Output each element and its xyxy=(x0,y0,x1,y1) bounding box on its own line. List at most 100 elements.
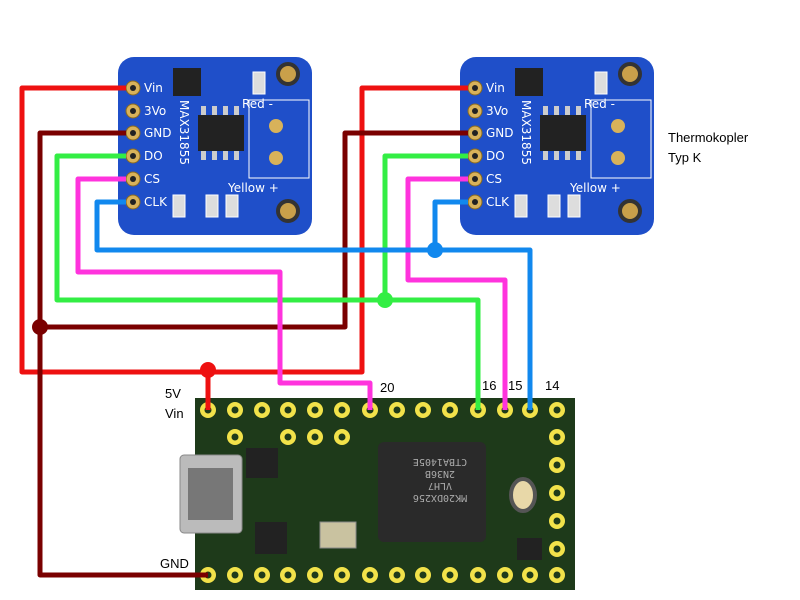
terminal-label-red: Red - xyxy=(242,97,273,111)
regulator xyxy=(515,68,543,96)
pin-hole xyxy=(472,153,478,159)
chip-lead xyxy=(212,106,217,115)
pin-label: CS xyxy=(144,172,160,186)
max31855-chip xyxy=(198,115,244,151)
pin-hole xyxy=(130,199,136,205)
header-hole xyxy=(419,406,427,414)
junction-clk xyxy=(427,242,443,258)
wire-do-1 xyxy=(54,153,481,410)
header-hole xyxy=(501,571,509,579)
chip-lead xyxy=(234,151,239,160)
chip-silkscreen: MAX31855 xyxy=(177,100,191,165)
smd-component xyxy=(594,71,608,95)
chip-lead xyxy=(212,151,217,160)
chip-lead xyxy=(565,106,570,115)
pin-label: Vin xyxy=(144,81,163,95)
usb-socket xyxy=(188,468,233,520)
chip-lead xyxy=(576,106,581,115)
pin-label: CS xyxy=(486,172,502,186)
wire-gnd-1 xyxy=(37,130,208,578)
chip-lead xyxy=(223,151,228,160)
pin-hole xyxy=(472,176,478,182)
header-hole xyxy=(553,545,561,553)
header-hole xyxy=(553,571,561,579)
pin-label: DO xyxy=(486,149,505,163)
mount-hole xyxy=(618,62,642,86)
ic-small xyxy=(246,448,278,478)
pin-label: DO xyxy=(144,149,163,163)
annotation-line1: Thermokopler xyxy=(668,130,749,145)
header-hole xyxy=(338,406,346,414)
crystal xyxy=(319,521,357,549)
chip-lead xyxy=(543,151,548,160)
pin-label: 3Vo xyxy=(144,104,166,118)
header-hole xyxy=(311,406,319,414)
chip-lead xyxy=(565,151,570,160)
terminal-label-red: Red - xyxy=(584,97,615,111)
header-hole xyxy=(553,489,561,497)
header-hole xyxy=(258,406,266,414)
pin-hole xyxy=(472,199,478,205)
header-hole xyxy=(284,571,292,579)
wire-clk-1 xyxy=(94,199,533,410)
regulator xyxy=(173,68,201,96)
pin-hole xyxy=(130,176,136,182)
pin-hole xyxy=(472,130,478,136)
header-hole xyxy=(284,406,292,414)
header-hole xyxy=(258,571,266,579)
smd-component xyxy=(205,194,219,218)
chip-marking: CTBA1405E xyxy=(413,456,467,467)
chip-lead xyxy=(223,106,228,115)
chip-lead xyxy=(543,106,548,115)
header-hole xyxy=(338,433,346,441)
terminal-pad xyxy=(611,119,625,133)
chip-marking: 2N36B xyxy=(425,468,455,479)
chip-lead xyxy=(201,151,206,160)
smd-component xyxy=(225,194,239,218)
header-hole xyxy=(231,433,239,441)
header-hole xyxy=(231,571,239,579)
header-hole xyxy=(474,571,482,579)
header-hole xyxy=(231,406,239,414)
header-hole xyxy=(553,433,561,441)
pin-hole xyxy=(130,108,136,114)
junction-gnd xyxy=(32,319,48,335)
mount-hole xyxy=(276,62,300,86)
header-hole xyxy=(284,433,292,441)
wire-clk-2 xyxy=(432,199,468,250)
label-pin-20: 20 xyxy=(380,380,394,395)
label-pin-15: 15 xyxy=(508,378,522,393)
wire-gnd-2 xyxy=(40,130,468,330)
pin-hole xyxy=(130,85,136,91)
wire-vin xyxy=(19,85,468,375)
pin-label: GND xyxy=(486,126,514,140)
smd-component xyxy=(252,71,266,95)
ic-small xyxy=(517,538,542,560)
terminal-label-yellow: Yellow + xyxy=(227,181,279,195)
chip-lead xyxy=(576,151,581,160)
annotation-line2: Typ K xyxy=(668,150,702,165)
pin-label: CLK xyxy=(144,195,168,209)
junction-vin xyxy=(200,362,216,378)
header-hole xyxy=(526,571,534,579)
smd-component xyxy=(514,194,528,218)
chip-lead xyxy=(554,106,559,115)
label-pin-16: 16 xyxy=(482,378,496,393)
terminal-block xyxy=(590,99,652,179)
pin-hole xyxy=(472,85,478,91)
wire-cs-2 xyxy=(405,176,508,410)
terminal-label-yellow: Yellow + xyxy=(569,181,621,195)
junction-do xyxy=(377,292,393,308)
pin-label: 3Vo xyxy=(486,104,508,118)
pin-hole xyxy=(130,130,136,136)
terminal-block xyxy=(248,99,310,179)
chip-lead xyxy=(554,151,559,160)
reset-button xyxy=(509,477,537,513)
terminal-pad xyxy=(611,151,625,165)
smd-component xyxy=(567,194,581,218)
header-hole xyxy=(419,571,427,579)
